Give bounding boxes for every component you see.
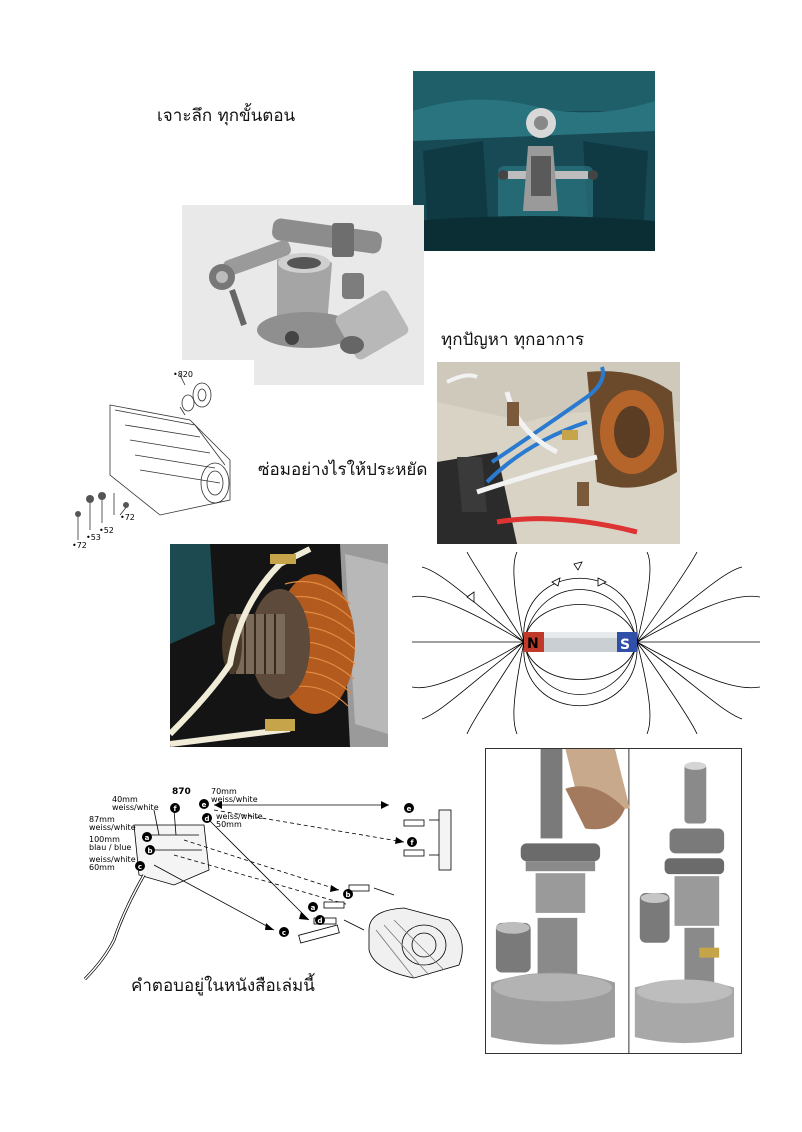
caption-deep-dive: เจาะลึก ทุกขั้นตอน [157, 106, 296, 126]
label-wire-f-color: weiss/white [112, 803, 159, 812]
photo-armature [170, 544, 388, 747]
label-part-820: •820 [173, 370, 193, 379]
badge-e-terminal: e [407, 805, 412, 813]
magnet-south-label: S [620, 637, 630, 653]
label-wire-c-color: weiss/white [89, 855, 136, 864]
badge-a-terminal: a [311, 904, 316, 912]
photo-brush-wires [437, 362, 680, 544]
badge-b-terminal: b [345, 891, 350, 899]
wiring-diagram: f e d a b c 870 40mm weiss/white 70mm we… [84, 780, 469, 980]
label-wire-b-color: blau / blue [89, 843, 131, 852]
label-part-72-b: •72 [72, 541, 87, 550]
badge-b: b [147, 847, 152, 855]
label-part-72-a: •72 [120, 513, 135, 522]
caption-repair-economy: ซ่อมอย่างไรให้ประหยัด [258, 460, 428, 480]
photo-gear-parts [182, 205, 424, 385]
label-wire-f-len: 40mm [112, 795, 138, 804]
label-part-53: •53 [86, 533, 101, 542]
magnet-north-label: N [527, 636, 539, 652]
exploded-diagram: •820 •72 •52 •53 •72 [70, 365, 240, 550]
label-wire-c-len: 60mm [89, 863, 115, 872]
photo-gear-shafts [485, 748, 742, 1054]
photo-housing-mechanism [413, 71, 655, 251]
magnet-field-diagram: N S [412, 552, 760, 734]
badge-e: e [202, 801, 207, 809]
label-wire-a-color: weiss/white [89, 823, 136, 832]
caption-every-problem: ทุกปัญหา ทุกอาการ [441, 330, 585, 350]
label-part-52: •52 [99, 526, 114, 535]
badge-d: d [204, 815, 209, 823]
badge-f: f [173, 805, 177, 813]
badge-c-terminal: c [282, 929, 286, 937]
badge-a: a [145, 834, 150, 842]
badge-d-terminal: d [317, 917, 322, 925]
label-wire-b-len: 100mm [89, 835, 120, 844]
label-wire-d-color: weiss/white [216, 812, 263, 821]
label-wire-d-len: 50mm [216, 820, 242, 829]
label-wire-e-color: weiss/white [211, 795, 258, 804]
label-wire-a-len: 87mm [89, 815, 115, 824]
caption-answer-in-book: คำตอบอยู่ในหนังสือเล่มนี้ [131, 976, 315, 996]
badge-c: c [138, 863, 142, 871]
label-wire-e-len: 70mm [211, 787, 237, 796]
label-part-870: 870 [172, 787, 191, 797]
badge-f-terminal: f [410, 839, 414, 847]
